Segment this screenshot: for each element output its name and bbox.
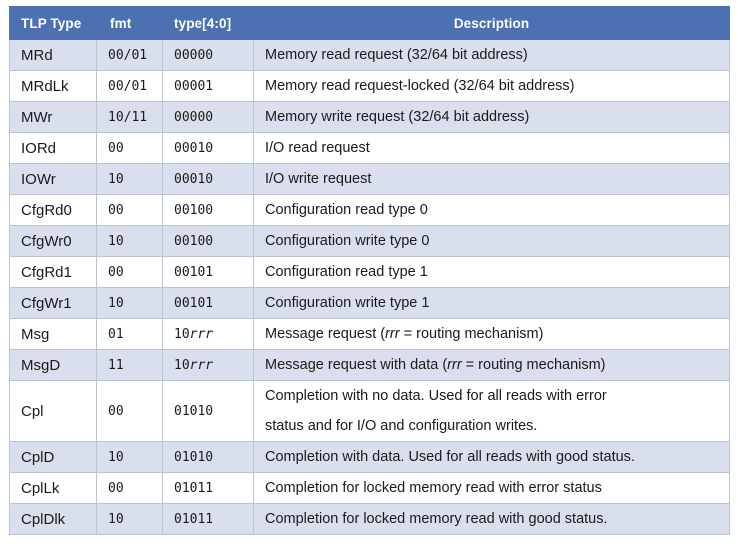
cell-type-code: 00000 [162,39,254,71]
cell-tlp-type: CplD [9,441,97,473]
cell-type-code: 00000 [162,101,254,133]
cell-tlp-type: MWr [9,101,97,133]
description-text: Message request with data ( [265,357,448,373]
description-text: = routing mechanism) [461,357,606,373]
table-header: TLP Type fmt type[4:0] Description [9,6,730,40]
cell-tlp-type: CfgWr1 [9,287,97,319]
cell-tlp-type: CfgRd0 [9,194,97,226]
cell-type-code: 00100 [162,194,254,226]
cell-fmt: 01 [96,318,163,350]
type-code-variable: rrr [189,357,214,373]
column-header-tlp-type: TLP Type [9,6,97,40]
cell-tlp-type: MRd [9,39,97,71]
cell-fmt: 00 [96,132,163,164]
cell-description: Completion for locked memory read with e… [253,472,730,504]
description-line: Completion with no data. Used for all re… [265,388,607,404]
cell-fmt: 00 [96,194,163,226]
cell-fmt: 11 [96,349,163,381]
cell-description: Completion for locked memory read with g… [253,503,730,535]
table-header-row: TLP Type fmt type[4:0] Description [9,6,730,40]
cell-description: Configuration write type 1 [253,287,730,319]
cell-type-code: 00001 [162,70,254,102]
type-code-variable: rrr [189,326,214,342]
cell-fmt: 10 [96,503,163,535]
cell-fmt: 10 [96,163,163,195]
cell-description: Message request with data (rrr = routing… [253,349,730,381]
cell-tlp-type: CplDlk [9,503,97,535]
cell-type-code: 01011 [162,472,254,504]
cell-type-code: 10rrr [162,318,254,350]
cell-description: Configuration write type 0 [253,225,730,257]
cell-tlp-type: IOWr [9,163,97,195]
description-text: Message request ( [265,326,386,342]
cell-fmt: 00/01 [96,70,163,102]
cell-fmt: 10 [96,225,163,257]
cell-tlp-type: CfgRd1 [9,256,97,288]
cell-type-code: 10rrr [162,349,254,381]
cell-fmt: 10 [96,441,163,473]
cell-description: I/O write request [253,163,730,195]
cell-description: Configuration read type 0 [253,194,730,226]
cell-type-code: 00100 [162,225,254,257]
cell-type-code: 00010 [162,163,254,195]
cell-description: Memory read request (32/64 bit address) [253,39,730,71]
cell-fmt: 00 [96,256,163,288]
cell-description: Configuration read type 1 [253,256,730,288]
cell-tlp-type: Msg [9,318,97,350]
cell-fmt: 00 [96,472,163,504]
cell-tlp-type: IORd [9,132,97,164]
cell-description: Message request (rrr = routing mechanism… [253,318,730,350]
description-text: = routing mechanism) [399,326,544,342]
column-header-type: type[4:0] [162,6,254,40]
cell-fmt: 00 [96,380,163,442]
cell-tlp-type: CplLk [9,472,97,504]
cell-fmt: 10 [96,287,163,319]
column-header-description: Description [253,6,730,40]
cell-description: Completion with no data. Used for all re… [253,380,730,442]
cell-tlp-type: CfgWr0 [9,225,97,257]
description-variable: rrr [385,326,400,342]
cell-tlp-type: Cpl [9,380,97,442]
cell-tlp-type: MsgD [9,349,97,381]
cell-type-code: 01010 [162,441,254,473]
cell-type-code: 00010 [162,132,254,164]
description-line: status and for I/O and configuration wri… [265,418,538,434]
cell-type-code: 01010 [162,380,254,442]
column-header-fmt: fmt [96,6,163,40]
cell-fmt: 00/01 [96,39,163,71]
cell-type-code: 00101 [162,287,254,319]
cell-type-code: 00101 [162,256,254,288]
cell-description: Completion with data. Used for all reads… [253,441,730,473]
cell-description: I/O read request [253,132,730,164]
cell-type-code: 01011 [162,503,254,535]
cell-description: Memory write request (32/64 bit address) [253,101,730,133]
cell-fmt: 10/11 [96,101,163,133]
cell-tlp-type: MRdLk [9,70,97,102]
description-variable: rrr [447,357,462,373]
cell-description: Memory read request-locked (32/64 bit ad… [253,70,730,102]
